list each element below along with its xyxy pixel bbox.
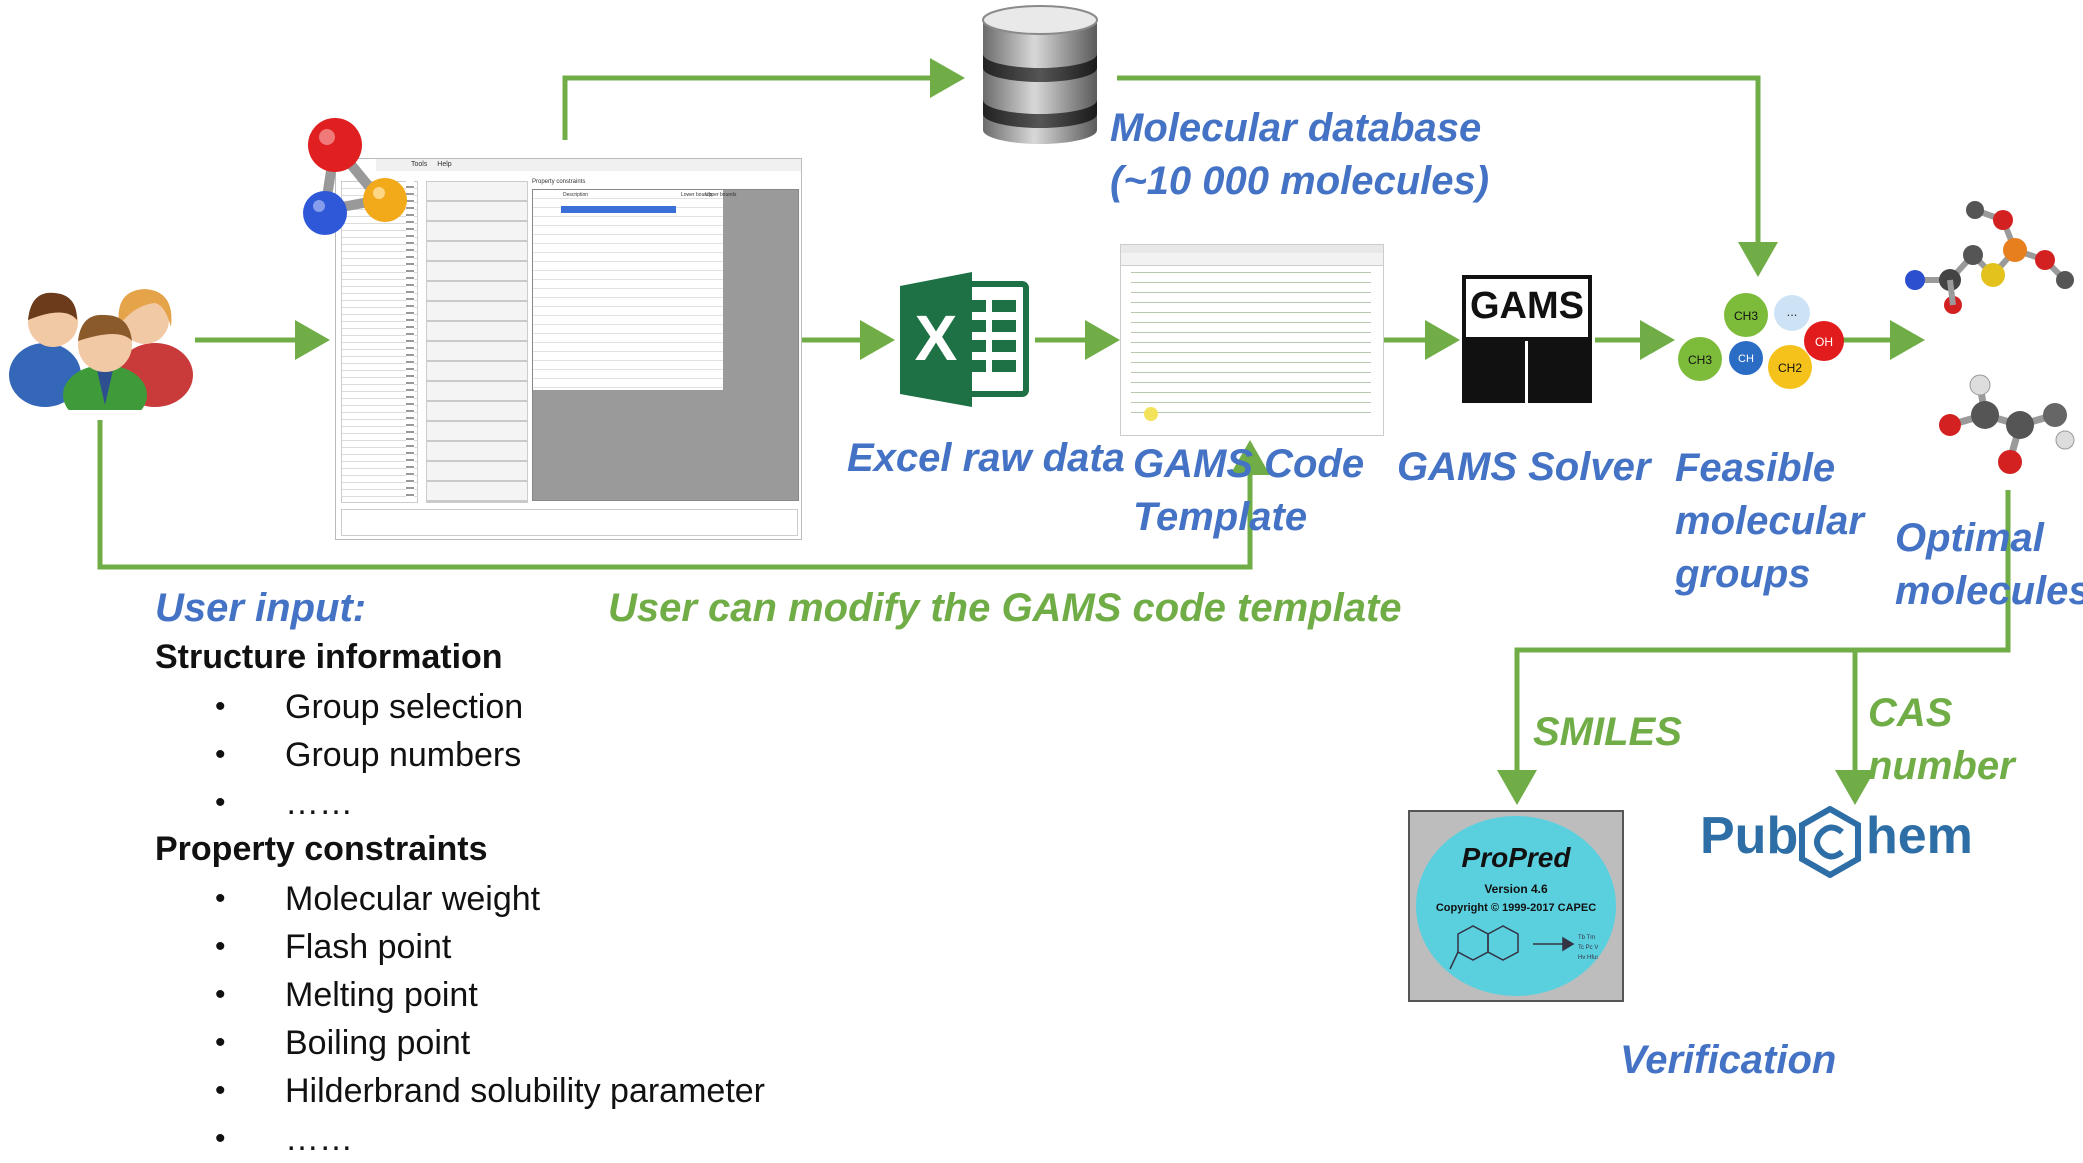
menu-tools[interactable]: Tools bbox=[411, 161, 428, 168]
property-item: …… bbox=[155, 1115, 765, 1163]
user-input-label: User input: bbox=[155, 586, 367, 630]
pubchem-hexagon-icon bbox=[1799, 806, 1861, 878]
bubble-ch2 bbox=[1768, 345, 1812, 389]
property-item: Melting point bbox=[155, 971, 765, 1019]
gams-code-template-label: GAMS Code Template bbox=[1133, 442, 1365, 539]
user-modify-template-label: User can modify the GAMS code template bbox=[608, 586, 1402, 630]
pubchem-right-text: hem bbox=[1866, 807, 1973, 865]
group-checkbox-column[interactable] bbox=[406, 181, 414, 501]
bubble-ch3-top-label: CH3 bbox=[1734, 309, 1758, 323]
column-description: Description bbox=[563, 192, 589, 198]
molecular-design-app-window: Tools Help Property constraints Descript… bbox=[335, 158, 802, 540]
svg-text:Hv Hfus: Hv Hfus bbox=[1578, 955, 1598, 961]
svg-text:X: X bbox=[915, 302, 958, 374]
property-item: Flash point bbox=[155, 923, 765, 971]
arrow-optimal-to-verification bbox=[1497, 490, 2011, 805]
svg-text:Tb Tm: Tb Tm bbox=[1578, 935, 1595, 941]
molecule-logo-icon bbox=[303, 118, 407, 235]
group-list-panel bbox=[341, 181, 418, 503]
property-item: Molecular weight bbox=[155, 875, 765, 923]
bubble-dots-label: ... bbox=[1787, 304, 1798, 319]
column-upper-bounds: Upper bounds bbox=[705, 192, 737, 198]
app-menubar: Tools Help bbox=[376, 159, 801, 171]
structure-heading: Structure information bbox=[155, 638, 503, 676]
database-icon bbox=[982, 5, 1098, 144]
property-table: Description Lower bounds Upper bounds bbox=[532, 189, 799, 501]
optimal-molecule-1-icon bbox=[1905, 201, 2074, 314]
gams-solver-logo: GAMS bbox=[1462, 275, 1592, 403]
property-heading: Property constraints bbox=[155, 830, 488, 868]
propred-copyright: Copyright © 1999-2017 CAPEC bbox=[1435, 902, 1597, 914]
structure-item: Group numbers bbox=[155, 731, 523, 779]
settings-panel bbox=[426, 181, 528, 503]
structure-item: Group selection bbox=[155, 683, 523, 731]
gams-ide-window bbox=[1120, 244, 1384, 436]
bubble-dots bbox=[1774, 295, 1810, 331]
propred-title: ProPred bbox=[1461, 842, 1571, 873]
feasible-groups-label: Feasible molecular groups bbox=[1675, 446, 1864, 596]
gams-solver-label: GAMS Solver bbox=[1397, 445, 1651, 489]
arrow-user-modify-template bbox=[97, 420, 1270, 570]
propred-molecule-icon: Tb Tm Tc Pc Vc Hv Hfus bbox=[1449, 925, 1598, 970]
column-lower-bounds: Lower bounds bbox=[681, 192, 713, 198]
verification-label: Verification bbox=[1620, 1038, 1837, 1082]
property-item: Hilderbrand solubility parameter bbox=[155, 1067, 765, 1115]
property-item: Boiling point bbox=[155, 1019, 765, 1067]
property-list: Molecular weight Flash point Melting poi… bbox=[155, 875, 765, 1163]
property-constraints-label: Property constraints bbox=[532, 179, 586, 185]
excel-raw-data-label: Excel raw data bbox=[847, 436, 1125, 480]
molecular-group-bubbles: CH3 CH3 CH CH2 OH ... bbox=[1678, 293, 1844, 389]
molecular-database-label: Molecular database (~10 000 molecules) bbox=[1110, 106, 1490, 203]
pubchem-left-text: Pub bbox=[1700, 807, 1799, 865]
bubble-oh bbox=[1804, 321, 1844, 361]
bubble-ch3-left-label: CH3 bbox=[1688, 353, 1712, 367]
structure-list: Group selection Group numbers …… bbox=[155, 683, 523, 827]
bubble-ch3-top bbox=[1724, 293, 1768, 337]
menu-help[interactable]: Help bbox=[437, 161, 452, 168]
propred-logo: ProPred Version 4.6 Copyright © 1999-201… bbox=[1408, 810, 1624, 1002]
users-icon bbox=[9, 289, 193, 410]
optimal-molecules-label: Optimal molecules bbox=[1895, 516, 2083, 613]
structure-item: …… bbox=[155, 779, 523, 827]
arrow-app-to-database bbox=[562, 58, 965, 140]
console-panel bbox=[341, 509, 798, 536]
bubble-ch3-left bbox=[1678, 337, 1722, 381]
svg-text:Tc Pc Vc: Tc Pc Vc bbox=[1578, 945, 1598, 951]
bubble-ch bbox=[1729, 341, 1763, 375]
pubchem-logo: Pub hem bbox=[1700, 802, 2020, 882]
smiles-label: SMILES bbox=[1533, 710, 1682, 754]
bubble-oh-label: OH bbox=[1815, 335, 1833, 349]
cursor-highlight bbox=[1144, 407, 1158, 421]
arrow-database-to-groups bbox=[1117, 75, 1778, 277]
cas-number-label: CAS number bbox=[1868, 691, 2015, 788]
optimal-molecule-2-icon bbox=[1939, 374, 2075, 474]
excel-icon: X bbox=[900, 272, 1029, 407]
propred-version: Version 4.6 bbox=[1484, 882, 1548, 896]
bubble-ch2-label: CH2 bbox=[1778, 361, 1802, 375]
bubble-ch-label: CH bbox=[1738, 353, 1754, 365]
